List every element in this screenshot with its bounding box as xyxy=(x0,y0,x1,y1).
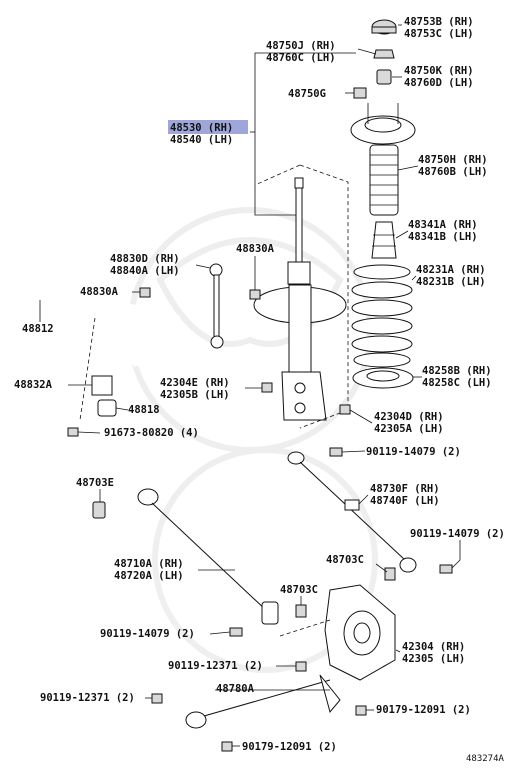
label-48703c-b: 48703C xyxy=(280,584,318,596)
bushing-48703c-a[interactable] xyxy=(384,567,396,581)
label-48760d: 48760D (LH) xyxy=(404,77,474,89)
label-48530: 48530 (RH) xyxy=(170,122,233,134)
svg-text:48341A (RH)48341B (LH): 48341A (RH)48341B (LH) xyxy=(408,219,478,243)
svg-text:48258B (RH)48258C (LH): 48258B (RH)48258C (LH) xyxy=(422,365,492,389)
label-42305: 42305 (LH) xyxy=(402,653,465,665)
svg-text:42304 (RH)42305 (LH): 42304 (RH)42305 (LH) xyxy=(402,641,465,665)
stabilizer-bracket[interactable] xyxy=(91,375,113,396)
upper-support-mount[interactable] xyxy=(350,103,416,145)
svg-text:42304E (RH)42305B (LH): 42304E (RH)42305B (LH) xyxy=(160,377,230,401)
label-42305b: 42305B (LH) xyxy=(160,389,230,401)
dust-boot-bellows[interactable] xyxy=(369,144,399,216)
label-90119-14079-c: 90119-14079 (2) xyxy=(100,628,195,640)
label-48760c: 48760C (LH) xyxy=(266,52,336,64)
bolt-91673[interactable] xyxy=(67,427,79,437)
label-48830a-top: 48830A xyxy=(236,243,275,255)
label-48830a-left: 48830A xyxy=(80,286,119,298)
label-48840a: 48840A (LH) xyxy=(110,265,180,277)
part-labels: 48753B (RH)48753C (LH) 48750J (RH)48760C… xyxy=(14,16,505,764)
svg-text:42304D (RH)42305A (LH): 42304D (RH)42305A (LH) xyxy=(374,411,444,435)
mount-cap[interactable] xyxy=(371,19,397,35)
label-48780a: 48780A xyxy=(216,683,255,695)
nut-48830a-lower[interactable] xyxy=(139,287,151,298)
label-48341a: 48341A (RH) xyxy=(408,219,478,231)
nut-48830a-upper[interactable] xyxy=(249,289,261,300)
bolt-90119-14079-a[interactable] xyxy=(329,447,343,457)
lateral-control-arm-48730[interactable] xyxy=(287,451,417,573)
stabilizer-link[interactable] xyxy=(209,263,224,349)
nut-48750g[interactable] xyxy=(353,87,367,99)
stabilizer-bushing[interactable] xyxy=(97,399,117,417)
label-48703e: 48703E xyxy=(76,477,114,489)
shock-absorber-strut[interactable] xyxy=(253,177,347,421)
label-90179-12091-a: 90179-12091 (2) xyxy=(376,704,471,716)
label-48750j: 48750J (RH) xyxy=(266,40,336,52)
label-42305a: 42305A (LH) xyxy=(374,423,444,435)
spring-insulator[interactable] xyxy=(352,367,414,389)
label-48812: 48812 xyxy=(22,323,54,335)
svg-text:48750H (RH)48760B (LH): 48750H (RH)48760B (LH) xyxy=(418,154,488,178)
bolt-42304e[interactable] xyxy=(261,382,273,393)
label-48231a: 48231A (RH) xyxy=(416,264,486,276)
label-48750g: 48750G xyxy=(288,88,326,100)
svg-text:48830D (RH)48840A (LH): 48830D (RH)48840A (LH) xyxy=(110,253,180,277)
bolt-42304d[interactable] xyxy=(339,404,351,415)
label-42304e: 42304E (RH) xyxy=(160,377,230,389)
label-48832a: 48832A xyxy=(14,379,53,391)
svg-text:48750K (RH)48760D (LH): 48750K (RH)48760D (LH) xyxy=(404,65,474,89)
label-48720a: 48720A (LH) xyxy=(114,570,184,582)
label-48818: 48818 xyxy=(128,404,160,416)
svg-text:48710A (RH)48720A (LH): 48710A (RH)48720A (LH) xyxy=(114,558,184,582)
label-90119-12371-b: 90119-12371 (2) xyxy=(40,692,135,704)
label-42304d: 42304D (RH) xyxy=(374,411,444,423)
coil-spring[interactable] xyxy=(351,264,413,368)
bushing-48703c-b[interactable] xyxy=(295,604,307,618)
label-48753c: 48753C (LH) xyxy=(404,28,474,40)
label-48341b: 48341B (LH) xyxy=(408,231,478,243)
label-48710a: 48710A (RH) xyxy=(114,558,184,570)
lower-arm-48780[interactable] xyxy=(185,674,341,729)
label-48750h: 48750H (RH) xyxy=(418,154,488,166)
trailing-arm-48710[interactable] xyxy=(137,488,279,625)
label-48540: 48540 (LH) xyxy=(170,134,233,146)
bolt-90119-14079-c[interactable] xyxy=(229,627,243,637)
rear-axle-carrier-knuckle[interactable] xyxy=(324,584,396,681)
bolt-90119-12371-a[interactable] xyxy=(295,661,307,672)
highlight-48530 xyxy=(168,120,248,134)
nut-90179-12091-a[interactable] xyxy=(355,705,367,716)
label-42304: 42304 (RH) xyxy=(402,641,465,653)
label-48750k: 48750K (RH) xyxy=(404,65,474,77)
svg-text:48750J (RH)48760C (LH): 48750J (RH)48760C (LH) xyxy=(266,40,336,64)
svg-text:48730F (RH)48740F (LH): 48730F (RH)48740F (LH) xyxy=(370,483,440,507)
bushing-48750k[interactable] xyxy=(376,69,392,85)
label-48258b: 48258B (RH) xyxy=(422,365,492,377)
nut-90179-12091-b[interactable] xyxy=(221,741,233,752)
label-91673: 91673-80820 (4) xyxy=(104,427,199,439)
label-48258c: 48258C (LH) xyxy=(422,377,492,389)
label-48703c-a: 48703C xyxy=(326,554,364,566)
svg-text:48530 (RH)48540 (LH): 48530 (RH)48540 (LH) xyxy=(170,122,233,146)
label-48740f: 48740F (LH) xyxy=(370,495,440,507)
bolt-90119-12371-b[interactable] xyxy=(151,693,163,704)
bump-stop[interactable] xyxy=(371,221,397,259)
label-48730f: 48730F (RH) xyxy=(370,483,440,495)
label-90119-14079-b: 90119-14079 (2) xyxy=(410,528,505,540)
svg-text:48753B (RH)48753C (LH): 48753B (RH)48753C (LH) xyxy=(404,16,474,40)
leader-lines xyxy=(39,24,461,747)
label-48760b: 48760B (LH) xyxy=(418,166,488,178)
label-48830d: 48830D (RH) xyxy=(110,253,180,265)
label-90119-12371-a: 90119-12371 (2) xyxy=(168,660,263,672)
label-48231b: 48231B (LH) xyxy=(416,276,486,288)
label-90119-14079-a: 90119-14079 (2) xyxy=(366,446,461,458)
stabilizer-bar[interactable] xyxy=(34,278,181,367)
label-90179-12091-b: 90179-12091 (2) xyxy=(242,741,337,753)
nut-48750j[interactable] xyxy=(373,49,395,59)
svg-text:48231A (RH)48231B (LH): 48231A (RH)48231B (LH) xyxy=(416,264,486,288)
label-48753b: 48753B (RH) xyxy=(404,16,474,28)
diagram-code: 483274A xyxy=(466,754,505,764)
bushing-48703e[interactable] xyxy=(92,501,106,519)
bolt-90119-14079-b[interactable] xyxy=(439,564,453,574)
